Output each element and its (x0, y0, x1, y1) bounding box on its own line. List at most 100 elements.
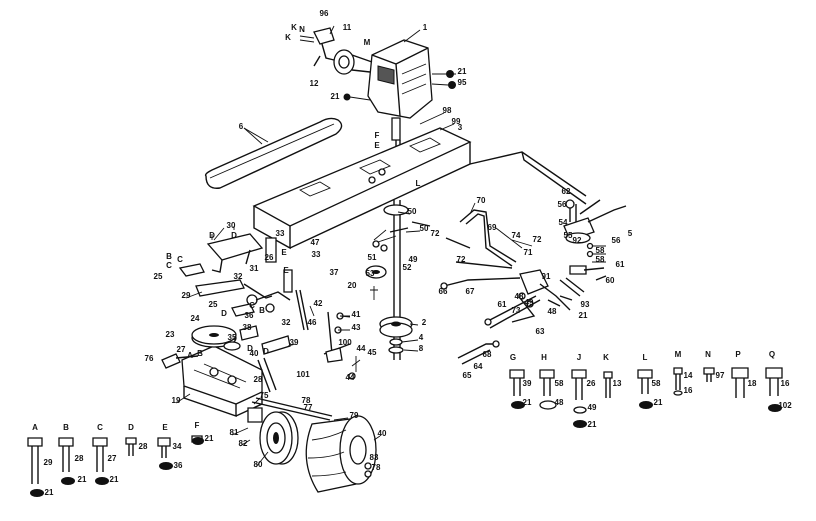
callout-label: 30 (227, 221, 236, 230)
callout-label: Q (769, 350, 775, 359)
callout-label: 32 (234, 272, 243, 281)
callout-label: 47 (311, 238, 320, 247)
callout-label: B (166, 252, 172, 261)
callout-label: E (374, 141, 380, 150)
callout-label: 12 (310, 79, 319, 88)
callout-label: 21 (45, 488, 54, 497)
callout-label: 21 (588, 420, 597, 429)
callout-label: 68 (483, 350, 492, 359)
callout-label: 34 (173, 442, 182, 451)
callout-label: 76 (145, 354, 154, 363)
callout-label: 5 (628, 229, 633, 238)
callout-label: 21 (654, 398, 663, 407)
callout-label: 13 (613, 379, 622, 388)
callout-label: 24 (191, 314, 200, 323)
callout-label: 63 (536, 327, 545, 336)
callout-label: 58 (652, 379, 661, 388)
callout-label: 51 (368, 253, 377, 262)
callout-label: 25 (209, 300, 218, 309)
hardware-row-right (509, 367, 783, 428)
callout-label: 78 (302, 396, 311, 405)
callout-label: 45 (368, 348, 377, 357)
callout-label: 1 (423, 23, 428, 32)
callout-label: 93 (581, 300, 590, 309)
callout-label: 50 (408, 207, 417, 216)
callout-label: P (735, 350, 741, 359)
callout-label: 28 (139, 442, 148, 451)
callout-label: K (603, 353, 609, 362)
callout-label: 55 (564, 231, 573, 240)
callout-label: 83 (370, 453, 379, 462)
callout-label: 19 (172, 396, 181, 405)
callout-label: B (197, 349, 203, 358)
callout-label: 80 (254, 460, 263, 469)
callout-label: E (283, 266, 289, 275)
callout-label: D (221, 309, 227, 318)
callout-label: 101 (296, 370, 310, 379)
callout-label: 6 (239, 122, 244, 131)
callout-label: 8 (419, 344, 424, 353)
callout-label: C (249, 301, 255, 310)
callout-label: 54 (559, 218, 568, 227)
callout-label: 65 (463, 371, 472, 380)
callout-label: 58 (596, 246, 605, 255)
callout-label: N (299, 25, 305, 34)
callout-label: 52 (403, 263, 412, 272)
callout-label: 41 (352, 310, 361, 319)
callout-label: 21 (331, 92, 340, 101)
callout-label: 100 (338, 338, 352, 347)
callout-label: 72 (431, 229, 440, 238)
callout-label: 67 (466, 287, 475, 296)
callout-label: G (510, 353, 516, 362)
callout-label: 48 (548, 307, 557, 316)
callout-label: M (364, 38, 371, 47)
callout-label: 3 (458, 123, 463, 132)
callout-label: 21 (523, 398, 532, 407)
callout-label: 56 (612, 236, 621, 245)
callout-label: L (416, 179, 421, 188)
callout-label: A (187, 351, 193, 360)
callout-label: 91 (542, 272, 551, 281)
callout-label: 37 (330, 268, 339, 277)
callout-label: 58 (596, 255, 605, 264)
callout-label: 21 (110, 475, 119, 484)
callout-label: J (577, 353, 581, 362)
callout-label: B (259, 306, 265, 315)
callout-label: 38 (243, 323, 252, 332)
callout-label: 21 (579, 311, 588, 320)
callout-label: 71 (524, 248, 533, 257)
callout-label: D (263, 347, 269, 356)
callout-label: K (291, 23, 297, 32)
callout-label: 95 (458, 78, 467, 87)
callout-label: 50 (420, 224, 429, 233)
callout-label: 28 (75, 454, 84, 463)
callout-label: 46 (308, 318, 317, 327)
callout-label: 21 (205, 434, 214, 443)
callout-label: 66 (439, 287, 448, 296)
callout-label: 36 (245, 311, 254, 320)
callout-label: 49 (525, 298, 534, 307)
callout-label: 31 (250, 264, 259, 273)
callout-label: 70 (477, 196, 486, 205)
tire (305, 415, 377, 493)
callout-label: 75 (260, 391, 269, 400)
callout-label: C (97, 423, 103, 432)
callout-label: 43 (352, 323, 361, 332)
callout-label: 26 (265, 253, 274, 262)
callout-label: 61 (498, 300, 507, 309)
callout-label: 64 (474, 362, 483, 371)
callout-label: 79 (350, 411, 359, 420)
callout-label: 33 (276, 229, 285, 238)
callout-label: 58 (555, 379, 564, 388)
callout-label: 98 (443, 106, 452, 115)
wheel-hub (259, 411, 299, 465)
callout-label: 18 (748, 379, 757, 388)
callout-label: N (705, 350, 711, 359)
callout-label: C (166, 261, 172, 270)
callout-label: 72 (457, 255, 466, 264)
callout-label: M (675, 350, 682, 359)
callout-label: 49 (588, 403, 597, 412)
callout-label: 40 (250, 349, 259, 358)
